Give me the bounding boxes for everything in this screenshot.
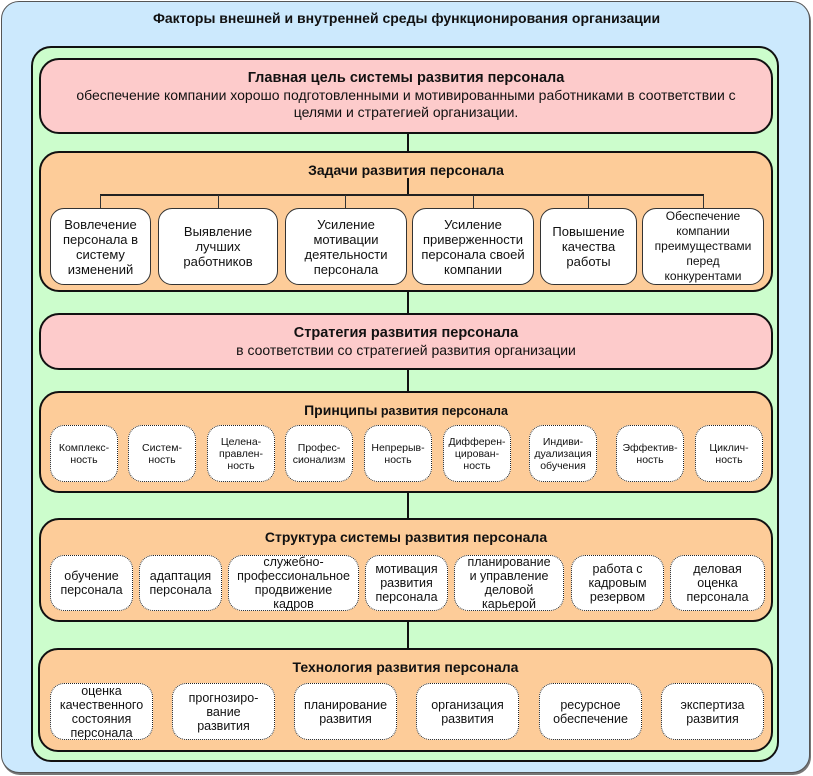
task-box: Вовлечение персонала в систему изменений: [50, 208, 151, 285]
structure-box: мотивация развития персонала: [365, 555, 448, 611]
connector-strategy-principles: [407, 368, 409, 392]
technology-box: планирование развития: [294, 683, 397, 740]
task-tick: [588, 195, 590, 209]
technology-label: планирование развития: [303, 697, 388, 726]
principle-box: Комплекс- ность: [50, 425, 118, 482]
technology-title: Технология развития персонала: [292, 659, 519, 675]
structure-label: работа с кадровым резервом: [588, 562, 647, 604]
principle-box: Систем- ность: [128, 425, 196, 482]
principle-box: Индиви- дуализация обучения: [529, 425, 597, 482]
structure-box: обучение персонала: [50, 555, 133, 611]
strategy-title: Стратегия развития персонала: [293, 325, 519, 341]
task-label: Выявление лучших работников: [183, 224, 253, 269]
technology-label: прогнозиро- вание развития: [188, 690, 259, 733]
main-goal-text: обеспечение компании хорошо подготовленн…: [76, 87, 736, 120]
strategy-text: в соответствии со стратегией развития ор…: [236, 342, 576, 358]
connector-tasks-strategy: [407, 291, 409, 315]
structure-label: обучение персонала: [60, 569, 123, 597]
structure-box: планирование и управление деловой карьер…: [454, 555, 564, 611]
technology-box: оценка качественного состояния персонала: [50, 683, 153, 740]
task-tick: [345, 195, 347, 209]
technology-box: ресурсное обеспечение: [539, 683, 642, 740]
principle-box: Профес- сионализм: [285, 425, 353, 482]
principle-label: Целена- правлен- ность: [219, 435, 263, 472]
principle-label: Циклич- ность: [709, 441, 749, 466]
principle-label: Непрерыв- ность: [371, 441, 425, 466]
principle-label: Дифферен- цирован- ность: [448, 435, 506, 472]
structure-label: планирование и управление деловой карьер…: [467, 555, 551, 611]
principles-title: Принципы развития персонала: [41, 402, 771, 418]
tasks-bus-line: [100, 194, 704, 196]
principles-title-main: Принципы: [304, 402, 378, 418]
technology-box: прогнозиро- вание развития: [172, 683, 275, 740]
principle-label: Комплекс- ность: [58, 441, 110, 466]
principle-box: Циклич- ность: [695, 425, 763, 482]
technology-box: организация развития: [416, 683, 519, 740]
technology-block: Технология развития персонала: [38, 648, 773, 752]
structure-title: Структура системы развития персонала: [264, 529, 548, 545]
structure-label: мотивация развития персонала: [375, 562, 438, 604]
task-label: Усиление приверженности персонала своей …: [421, 216, 525, 277]
strategy-block: Стратегия развития персонала в соответст…: [39, 313, 773, 370]
task-label: Вовлечение персонала в систему изменений: [62, 216, 139, 277]
connector-structure-technology: [407, 620, 409, 650]
task-box: Усиление приверженности персонала своей …: [412, 208, 534, 285]
technology-label: оценка качественного состояния персонала: [59, 683, 144, 740]
technology-label: организация развития: [431, 697, 504, 726]
task-label: Повышение качества работы: [552, 224, 625, 269]
task-label: Усиление мотивации деятельности персонал…: [304, 216, 388, 277]
structure-label: деловая оценка персонала: [686, 562, 749, 604]
connector-principles-structure: [407, 491, 409, 519]
task-tick: [473, 195, 475, 209]
task-box: Обеспечение компании преимуществами пере…: [642, 208, 764, 285]
task-tick: [218, 195, 220, 209]
principle-label: Профес- сионализм: [292, 441, 346, 466]
technology-box: экспертиза развития: [661, 683, 764, 740]
principle-label: Систем- ность: [142, 441, 182, 466]
task-box: Повышение качества работы: [540, 208, 637, 285]
tasks-stem: [407, 178, 409, 195]
task-tick: [703, 195, 705, 209]
principle-box: Целена- правлен- ность: [207, 425, 275, 482]
structure-box: служебно- профессиональное продвижение к…: [228, 555, 359, 611]
task-box: Усиление мотивации деятельности персонал…: [285, 208, 407, 285]
external-factors-title: Факторы внешней и внутренней среды функц…: [152, 10, 661, 26]
structure-label: адаптация персонала: [149, 569, 212, 597]
structure-box: адаптация персонала: [139, 555, 222, 611]
principle-box: Дифферен- цирован- ность: [443, 425, 511, 482]
principle-label: Индиви- дуализация обучения: [534, 435, 592, 472]
principle-label: Эффектив- ность: [622, 441, 678, 466]
task-box: Выявление лучших работников: [158, 208, 278, 285]
structure-label: служебно- профессиональное продвижение к…: [237, 555, 350, 611]
main-goal-title: Главная цель системы развития персонала: [247, 70, 565, 86]
technology-label: ресурсное обеспечение: [553, 697, 628, 726]
principles-title-rest: развития персонала: [377, 404, 508, 418]
structure-box: работа с кадровым резервом: [571, 555, 664, 611]
connector-goal-tasks: [407, 132, 409, 158]
structure-box: деловая оценка персонала: [670, 555, 765, 611]
technology-label: экспертиза развития: [680, 697, 745, 726]
task-tick: [100, 195, 102, 209]
task-label: Обеспечение компании преимуществами пере…: [654, 209, 752, 283]
principle-box: Эффектив- ность: [616, 425, 684, 482]
tasks-title: Задачи развития персонала: [308, 162, 504, 178]
principle-box: Непрерыв- ность: [364, 425, 432, 482]
main-goal-block: Главная цель системы развития персонала …: [39, 58, 773, 134]
